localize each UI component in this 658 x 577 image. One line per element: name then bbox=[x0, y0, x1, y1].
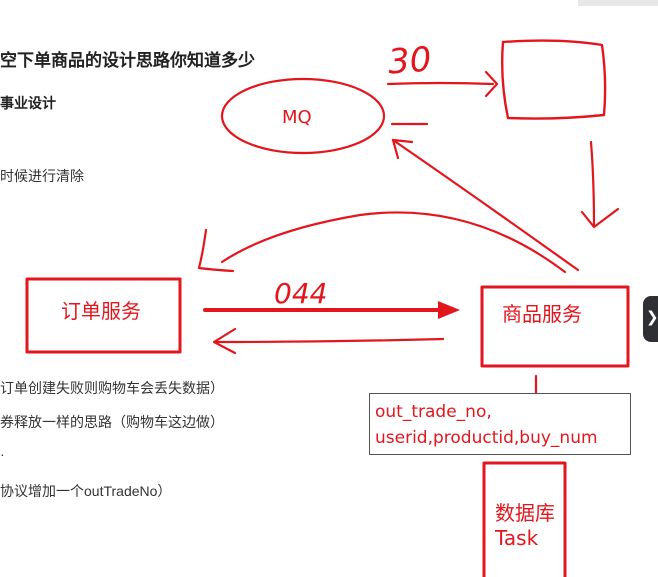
product-to-mq-arrowhead bbox=[391, 138, 414, 160]
mq-to-box-line bbox=[386, 81, 495, 86]
doc-line-3: 券释放一样的思路（购物车这边做） bbox=[0, 414, 224, 430]
handwritten-30: 30 bbox=[387, 40, 433, 83]
db-label-line2: Task bbox=[494, 526, 539, 550]
product-service-box bbox=[480, 285, 630, 368]
box-to-product-line bbox=[589, 140, 596, 227]
product-to-order-arrowhead bbox=[197, 228, 235, 273]
doc-line-1: 时候进行清除 bbox=[0, 168, 84, 184]
product-to-mq-curve bbox=[391, 138, 580, 272]
db-task-box bbox=[482, 461, 567, 577]
order-to-product-arrowhead bbox=[438, 301, 460, 319]
doc-line-5: 协议增加一个outTradeNo） bbox=[0, 483, 172, 499]
product-to-order-arc bbox=[220, 211, 567, 274]
mq-to-box-arrowhead bbox=[484, 70, 499, 98]
db-label-line1: 数据库 bbox=[495, 501, 555, 525]
mq-label: MQ bbox=[282, 107, 312, 128]
fields-line-1: out_trade_no, bbox=[375, 402, 492, 422]
box-to-product-arrowhead bbox=[580, 207, 620, 229]
product-service-label: 商品服务 bbox=[502, 302, 582, 326]
top-strip bbox=[578, 0, 658, 6]
doc-line-4: · bbox=[0, 446, 5, 462]
queue-box bbox=[501, 39, 607, 120]
fields-box: out_trade_no, userid,productid,buy_num bbox=[369, 393, 631, 455]
product-to-order-return bbox=[213, 337, 445, 344]
chevron-right-icon: ❯ bbox=[646, 308, 658, 326]
fields-line-2: userid,productid,buy_num bbox=[375, 428, 598, 448]
doc-title: 空下单商品的设计思路你知道多少 bbox=[0, 51, 255, 70]
doc-subtitle: 事业设计 bbox=[0, 95, 56, 111]
order-service-label: 订单服务 bbox=[61, 299, 141, 323]
handwritten-044: 044 bbox=[274, 277, 327, 310]
mq-ellipse bbox=[220, 77, 386, 155]
side-panel-toggle[interactable]: ❯ bbox=[643, 296, 658, 342]
doc-line-2: 订单创建失败则购物车会丢失数据） bbox=[0, 380, 224, 396]
order-service-box bbox=[25, 277, 182, 354]
product-to-order-return-arrowhead bbox=[212, 327, 237, 355]
